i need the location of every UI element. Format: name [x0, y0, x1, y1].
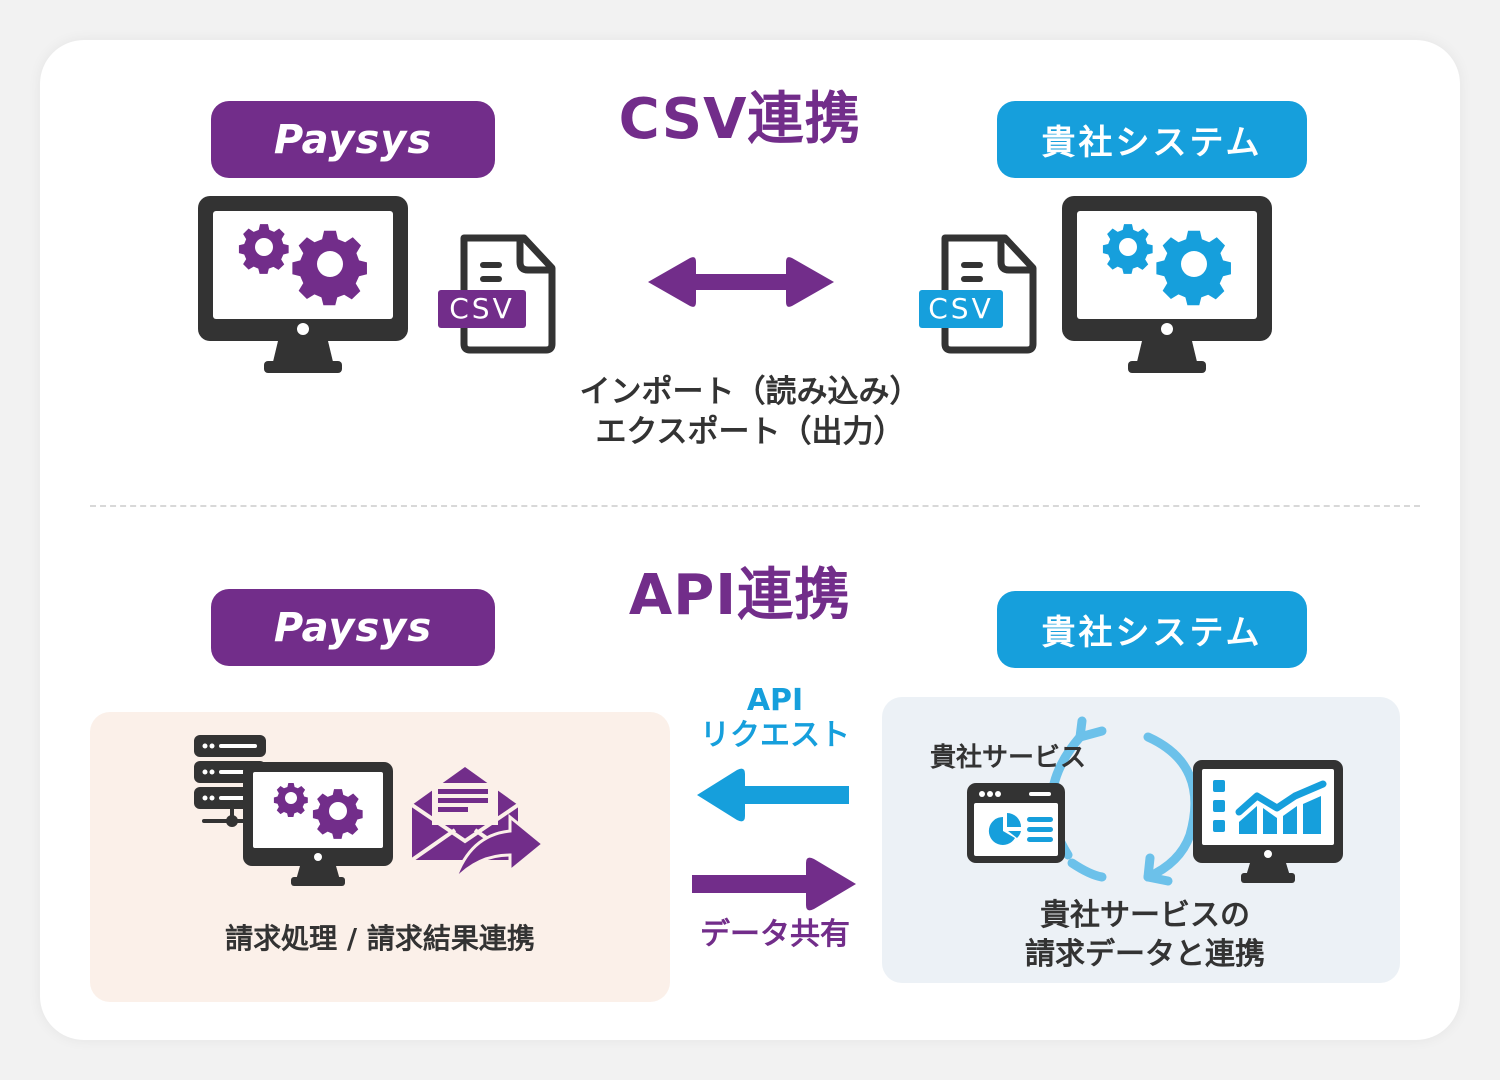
monitor-icon [198, 196, 408, 373]
company-service-caption: 貴社サービスの 請求データと連携 [960, 896, 1330, 974]
company-system-text: 貴社システム [1041, 123, 1263, 163]
api-section-title: API連携 [628, 563, 852, 628]
company-service-caption-line1: 貴社サービスの [1040, 898, 1250, 933]
company-service-label: 貴社サービス [930, 743, 1087, 773]
section-divider [90, 505, 1420, 507]
bidirectional-arrow-icon [648, 257, 834, 307]
gears-icon [1102, 224, 1231, 306]
api-request-label-line2: リクエスト [700, 717, 850, 753]
api-request-label-line1: API [746, 683, 804, 718]
api-request-label: API リクエスト [680, 683, 870, 753]
monitor-icon [1062, 196, 1272, 373]
gears-icon [238, 224, 367, 306]
csv-badge-left: CSV [449, 292, 515, 325]
csv-caption-export: エクスポート（出力） [595, 414, 905, 451]
csv-caption-import: インポート（読み込み） [579, 374, 921, 410]
csv-caption: インポート（読み込み） エクスポート（出力） [540, 372, 960, 453]
csv-section-title: CSV連携 [618, 87, 862, 152]
company-system-text: 貴社システム [1041, 613, 1263, 653]
paysys-process-caption: 請求処理 / 請求結果連携 [225, 922, 535, 955]
mail-forward-icon [410, 767, 546, 882]
company-system-label-api: 貴社システム [997, 591, 1307, 668]
paysys-label-csv: Paysys [211, 101, 495, 178]
paysys-logo-text: Paysys [273, 604, 433, 651]
api-request-arrow-icon [697, 768, 849, 822]
dashboard-monitor-icon [1193, 760, 1343, 883]
company-service-caption-line2: 請求データと連携 [1025, 937, 1265, 972]
csv-file-icon [919, 234, 1037, 354]
paysys-logo-text: Paysys [273, 116, 433, 163]
paysys-label-api: Paysys [211, 589, 495, 666]
company-system-label-csv: 貴社システム [997, 101, 1307, 178]
data-share-arrow-icon [692, 857, 856, 911]
gears-icon [273, 783, 363, 839]
csv-file-icon [438, 234, 556, 354]
monitor-icon [243, 762, 393, 886]
data-share-label: データ共有 [700, 917, 850, 952]
browser-chart-icon [967, 783, 1065, 863]
csv-badge-right: CSV [928, 292, 994, 325]
